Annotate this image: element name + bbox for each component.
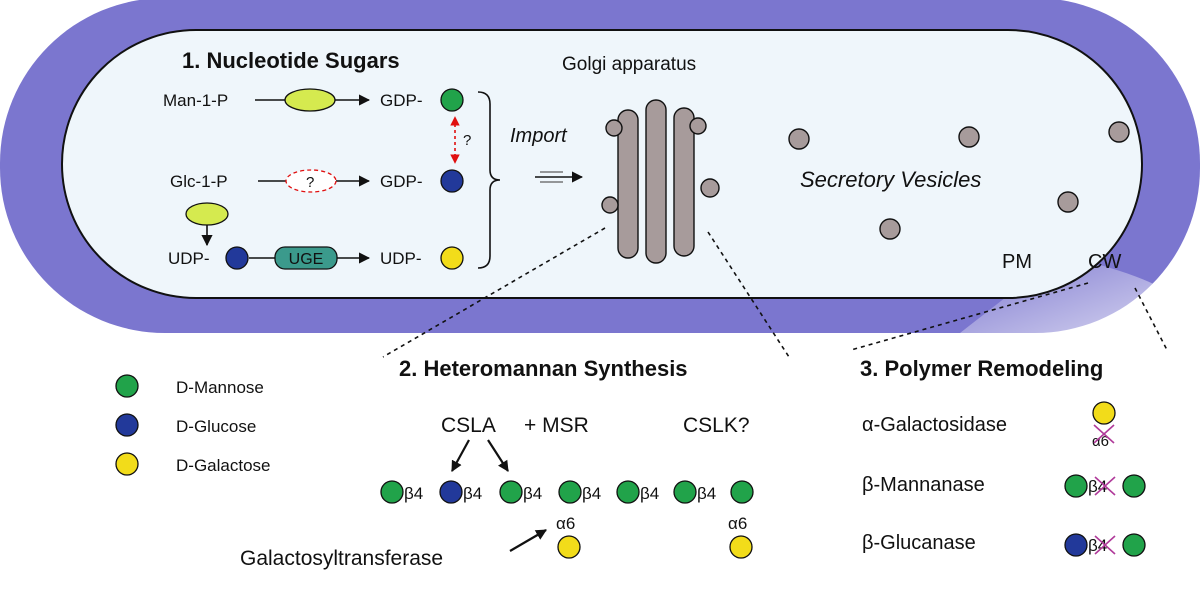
bond-label-5: β4 <box>640 484 659 503</box>
beta-mannanase-mannose-1 <box>1064 474 1088 498</box>
chain-sugar-2 <box>439 480 463 504</box>
nucleotide-brace <box>477 91 501 269</box>
heteromannan-chain <box>380 480 754 504</box>
panel1-title: 1. Nucleotide Sugars <box>182 48 400 73</box>
gdp-top-label: GDP- <box>380 91 423 110</box>
beta-glucanase-mannose <box>1122 533 1146 557</box>
cw-label: CW <box>1088 251 1121 273</box>
alpha-galactosidase-label: α-Galactosidase <box>862 414 1007 436</box>
zoom-line-cw-right <box>1134 287 1168 351</box>
bond-label-3: β4 <box>523 484 542 503</box>
bond-label-6: β4 <box>697 484 716 503</box>
zoom-line-left <box>382 227 606 358</box>
gdp-mid-label: GDP- <box>380 172 423 191</box>
bond-label-1: β4 <box>404 484 423 503</box>
unknown-enzyme-icon <box>285 169 337 193</box>
udp-enzyme-icon <box>185 202 229 226</box>
zoom-line-right <box>707 231 790 358</box>
unknown-enzyme-label: ? <box>306 174 314 191</box>
bond-label-2: β4 <box>463 484 482 503</box>
alpha-galactosidase-galactose <box>1092 401 1116 425</box>
msr-label: + MSR <box>524 414 589 437</box>
pm-label: PM <box>1002 251 1032 273</box>
legend-mannose-icon <box>115 374 139 398</box>
udp-galactose-icon <box>440 246 464 270</box>
alpha-galactosidase-bond: α6 <box>1092 433 1109 450</box>
csla-arrow-1 <box>451 439 470 472</box>
csla-arrow-2 <box>487 439 509 472</box>
beta-glucanase-bond: β4 <box>1088 536 1107 555</box>
chain-sugar-3 <box>499 480 523 504</box>
beta-glucanase-label: β-Glucanase <box>862 532 976 554</box>
secretory-vesicles <box>788 121 1130 240</box>
udp-glucose-icon <box>225 246 249 270</box>
beta-glucanase-glucose <box>1064 533 1088 557</box>
legend-glucose-label: D-Glucose <box>176 417 256 436</box>
import-label: Import <box>510 125 568 147</box>
legend-galactose-label: D-Galactose <box>176 456 270 475</box>
vesicles-label: Secretory Vesicles <box>800 167 981 192</box>
uge-box <box>274 246 338 270</box>
golgi-label: Golgi apparatus <box>562 54 696 75</box>
udp-right-label: UDP- <box>380 249 422 268</box>
legend-mannose-label: D-Mannose <box>176 378 264 397</box>
beta-mannanase-label: β-Mannanase <box>862 474 985 496</box>
branch-bond-1: α6 <box>556 514 575 533</box>
branch-bond-2: α6 <box>728 514 747 533</box>
panel2-title: 2. Heteromannan Synthesis <box>399 356 688 381</box>
glc1p-label: Glc-1-P <box>170 172 228 191</box>
chain-sugar-6 <box>673 480 697 504</box>
zoom-line-cw-left <box>850 282 1089 351</box>
chain-sugar-1 <box>380 480 404 504</box>
branch-galactose-2 <box>729 535 753 559</box>
panel3-title: 3. Polymer Remodeling <box>860 356 1103 381</box>
epimerase-question: ? <box>463 132 471 149</box>
beta-mannanase-cut-icon <box>1094 476 1116 496</box>
beta-glucanase-cut-icon <box>1094 535 1116 555</box>
udp-left-label: UDP- <box>168 249 210 268</box>
branch-galactose-1 <box>557 535 581 559</box>
man1p-label: Man-1-P <box>163 91 228 110</box>
uge-label: UGE <box>289 251 324 268</box>
chain-sugar-4 <box>558 480 582 504</box>
alpha-galactosidase-cut-icon <box>1093 424 1115 444</box>
legend: D-Mannose D-Glucose D-Galactose <box>115 374 270 476</box>
bond-label-4: β4 <box>582 484 601 503</box>
legend-glucose-icon <box>115 413 139 437</box>
chain-sugar-5 <box>616 480 640 504</box>
chain-sugar-7 <box>730 480 754 504</box>
man-enzyme-icon <box>284 88 336 112</box>
csla-label: CSLA <box>441 414 496 437</box>
galactosyltransferase-label: Galactosyltransferase <box>240 547 443 570</box>
golgi-apparatus-icon <box>601 99 720 264</box>
cslk-label: CSLK? <box>683 414 750 437</box>
legend-galactose-icon <box>115 452 139 476</box>
cell-wall-fade <box>960 255 1180 333</box>
gdp-glucose-icon <box>440 169 464 193</box>
gdp-mannose-icon <box>440 88 464 112</box>
beta-mannanase-mannose-2 <box>1122 474 1146 498</box>
galactosyltransferase-arrow <box>509 529 547 552</box>
beta-mannanase-bond: β4 <box>1088 477 1107 496</box>
